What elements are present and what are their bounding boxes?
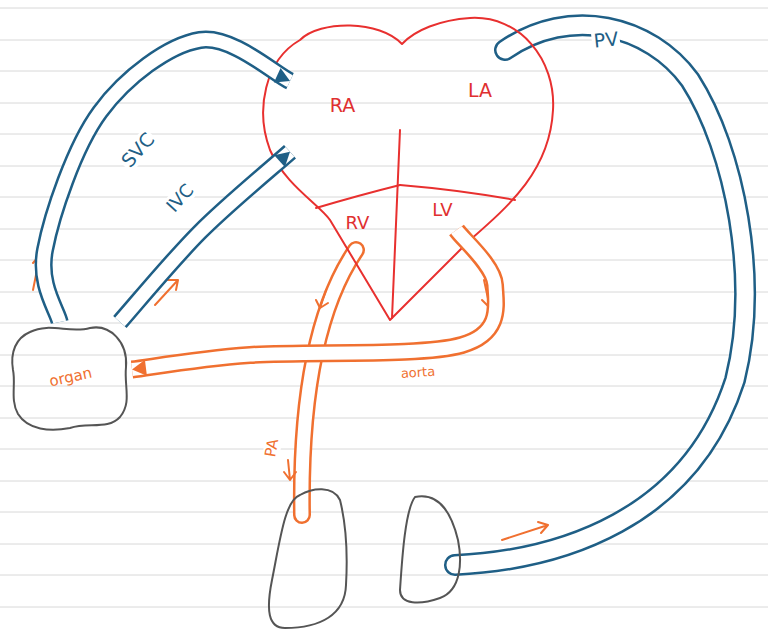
node-label: LV	[432, 200, 452, 220]
vessel-label: IVC	[161, 179, 199, 218]
vessel-wall	[120, 152, 290, 322]
vessel-label: PA	[262, 436, 282, 461]
organ-blob: organ	[10, 322, 132, 432]
node-label: organ	[48, 364, 94, 389]
node-texts: LA	[468, 80, 492, 101]
flow-arrow	[284, 460, 296, 480]
flow-arrow	[502, 522, 548, 540]
arrowhead	[274, 68, 290, 83]
heart-chamber: RV	[325, 200, 390, 245]
vessel-label: SVC	[116, 127, 160, 172]
lung	[269, 489, 347, 628]
heart-chamber: LA	[420, 40, 540, 140]
lung	[400, 496, 460, 602]
node-texts: RA	[330, 95, 355, 116]
vessel-lumen	[132, 230, 496, 370]
node-label: RA	[330, 95, 355, 116]
vessel-lumen	[44, 40, 290, 322]
node-texts: organ	[49, 369, 92, 386]
valve-line	[316, 185, 400, 208]
valve-line	[400, 185, 515, 200]
organ-outline-path	[12, 327, 127, 429]
pulmonary-artery	[302, 250, 356, 515]
node-texts: RV	[346, 213, 370, 233]
node-label: RV	[346, 213, 370, 233]
lungs	[269, 489, 460, 628]
vessel-label: PV	[591, 28, 621, 52]
heart-outline	[263, 18, 553, 320]
septum	[392, 130, 400, 318]
arrowhead	[132, 360, 147, 376]
heart-chamber: LV	[405, 190, 480, 230]
vessel-wall	[44, 40, 290, 322]
node-texts: LV	[432, 200, 452, 220]
vessel-label: aorta	[398, 365, 437, 382]
vessel-connector	[120, 152, 290, 322]
flow-arrows	[33, 255, 548, 540]
node-label: LA	[468, 80, 492, 101]
ruled-lines	[0, 8, 768, 607]
vessel-connector	[44, 40, 290, 322]
heart-chamber: RA	[290, 45, 395, 165]
vessel-wall	[132, 230, 496, 370]
vessel-connector	[132, 230, 496, 376]
flow-arrow	[316, 290, 328, 308]
vessel-lumen	[120, 152, 290, 322]
arrowhead	[274, 152, 290, 167]
